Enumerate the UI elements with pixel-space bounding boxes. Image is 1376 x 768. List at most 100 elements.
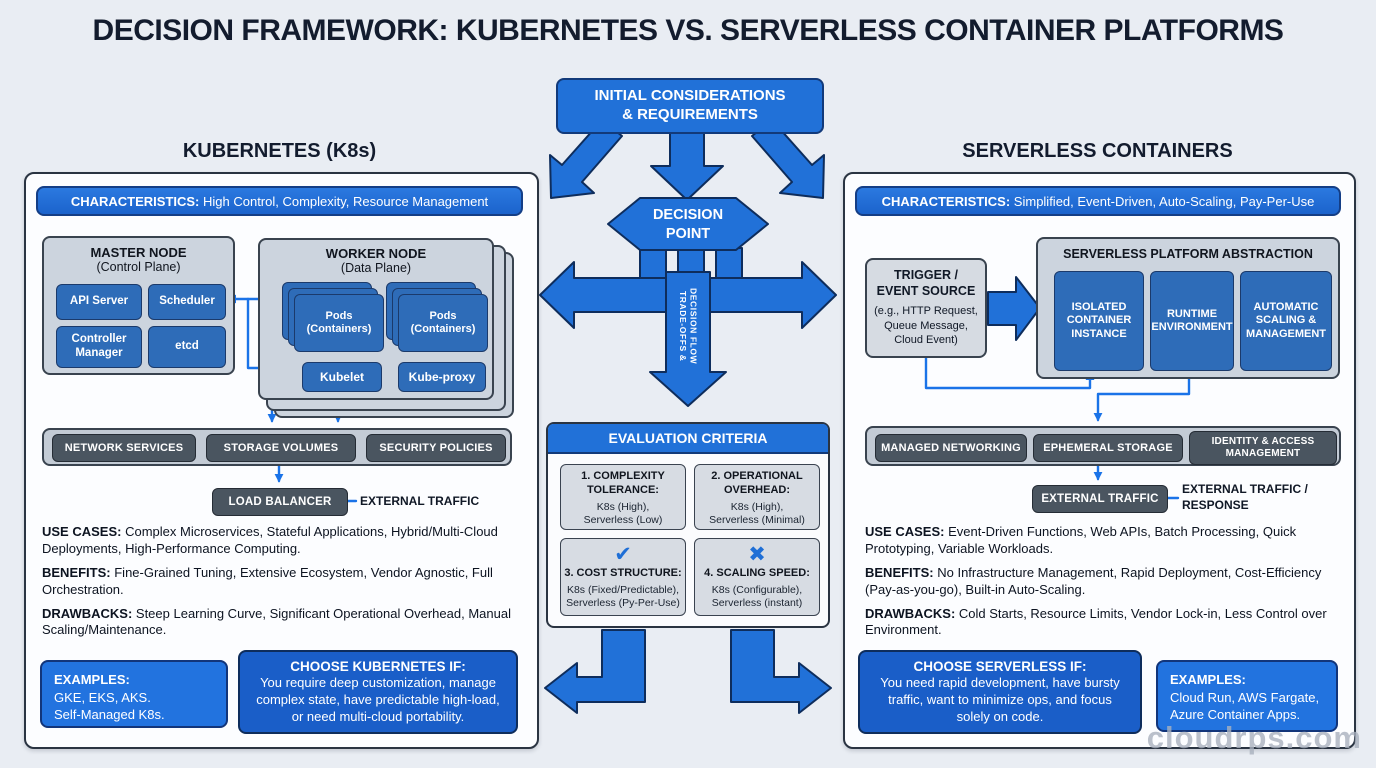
automatic-scaling-management-box: AUTOMATIC SCALING & MANAGEMENT bbox=[1240, 271, 1332, 371]
choose-serverless-box: CHOOSE SERVERLESS IF: You need rapid dev… bbox=[858, 650, 1142, 734]
serverless-characteristics-text: Simplified, Event-Driven, Auto-Scaling, … bbox=[1010, 193, 1315, 209]
kubernetes-drawbacks: DRAWBACKS: Steep Learning Curve, Signifi… bbox=[42, 606, 522, 640]
decision-point-line2: POINT bbox=[665, 225, 711, 242]
criterion-4-detail: K8s (Configurable), Serverless (instant) bbox=[711, 583, 803, 610]
kubernetes-use-cases-label: USE CASES: bbox=[42, 524, 122, 539]
isolated-container-instance-box: ISOLATED CONTAINER INSTANCE bbox=[1054, 271, 1144, 371]
serverless-benefits-label: BENEFITS: bbox=[865, 564, 934, 580]
flow-label-line2: DECISION FLOW bbox=[688, 287, 699, 365]
network-services-box: NETWORK SERVICES bbox=[52, 434, 196, 462]
api-server-box: API Server bbox=[56, 284, 142, 320]
storage-volumes-box: STORAGE VOLUMES bbox=[206, 434, 356, 462]
serverless-characteristics-bar: CHARACTERISTICS: Simplified, Event-Drive… bbox=[855, 186, 1341, 216]
kubernetes-external-traffic-label: EXTERNAL TRAFFIC bbox=[360, 494, 480, 508]
serverless-description: USE CASES: Event-Driven Functions, Web A… bbox=[865, 524, 1345, 646]
kubernetes-description: USE CASES: Complex Microservices, Statef… bbox=[42, 524, 522, 646]
decision-point-line1: DECISION bbox=[652, 206, 724, 223]
serverless-use-cases-text: Event-Driven Functions, Web APIs, Batch … bbox=[865, 524, 1297, 556]
load-balancer-box: LOAD BALANCER bbox=[212, 488, 348, 516]
serverless-drawbacks: DRAWBACKS: Cold Starts, Resource Limits,… bbox=[865, 606, 1345, 640]
pods-stack-2: Pods (Containers) bbox=[386, 282, 488, 352]
trigger-detail: (e.g., HTTP Request, Queue Message, Clou… bbox=[874, 305, 978, 346]
kubernetes-services-row: NETWORK SERVICES STORAGE VOLUMES SECURIT… bbox=[42, 428, 512, 466]
initial-considerations-line1: INITIAL CONSIDERATIONS bbox=[594, 87, 786, 105]
watermark: cloudrps.com bbox=[1146, 720, 1362, 755]
serverless-examples-lines: Cloud Run, AWS Fargate, Azure Container … bbox=[1170, 689, 1320, 723]
decision-connector-bar-1 bbox=[639, 247, 667, 281]
page-title: DECISION FRAMEWORK: KUBERNETES VS. SERVE… bbox=[92, 14, 1284, 47]
kubernetes-use-cases: USE CASES: Complex Microservices, Statef… bbox=[42, 524, 522, 558]
criterion-3-detail: K8s (Fixed/Predictable), Serverless (Py-… bbox=[566, 583, 680, 610]
arrow-evaluation-to-kubernetes bbox=[544, 629, 646, 714]
kubernetes-examples-label: EXAMPLES: bbox=[54, 672, 130, 687]
serverless-benefits-text: No Infrastructure Management, Rapid Depl… bbox=[865, 564, 1322, 597]
decision-connector-bar-3 bbox=[715, 247, 743, 281]
kubelet-box: Kubelet bbox=[302, 362, 382, 392]
runtime-environment-box: RUNTIME ENVIRONMENT bbox=[1150, 271, 1234, 371]
kubernetes-characteristics-text: High Control, Complexity, Resource Manag… bbox=[199, 193, 489, 209]
criterion-cost-structure: ✔ 3. COST STRUCTURE: K8s (Fixed/Predicta… bbox=[560, 538, 686, 616]
serverless-use-cases-label: USE CASES: bbox=[865, 524, 945, 539]
controller-manager-box: Controller Manager bbox=[56, 326, 142, 368]
serverless-benefits: BENEFITS: No Infrastructure Management, … bbox=[865, 565, 1345, 599]
serverless-platform-abstraction-box: SERVERLESS PLATFORM ABSTRACTION ISOLATED… bbox=[1036, 237, 1340, 379]
serverless-characteristics-label: CHARACTERISTICS: bbox=[881, 193, 1011, 209]
worker-node-subtitle: (Data Plane) bbox=[340, 261, 412, 275]
arrow-evaluation-to-serverless bbox=[730, 629, 832, 714]
choose-kubernetes-box: CHOOSE KUBERNETES IF: You require deep c… bbox=[238, 650, 518, 734]
serverless-services-row: MANAGED NETWORKING EPHEMERAL STORAGE IDE… bbox=[865, 426, 1341, 466]
serverless-drawbacks-label: DRAWBACKS: bbox=[865, 605, 956, 621]
criterion-4-title: 4. SCALING SPEED: bbox=[704, 567, 810, 579]
managed-networking-box: MANAGED NETWORKING bbox=[875, 434, 1027, 462]
kubernetes-characteristics-bar: CHARACTERISTICS: High Control, Complexit… bbox=[36, 186, 523, 216]
evaluation-criteria-panel: EVALUATION CRITERIA 1. COMPLEXITY TOLERA… bbox=[546, 422, 830, 628]
serverless-use-cases: USE CASES: Event-Driven Functions, Web A… bbox=[865, 524, 1345, 558]
tradeoffs-flow-label: TRADE-OFFS & DECISION FLOW bbox=[667, 282, 709, 370]
etcd-box: etcd bbox=[148, 326, 226, 368]
kubernetes-benefits-text: Fine-Grained Tuning, Extensive Ecosystem… bbox=[42, 564, 493, 597]
criterion-1-detail: K8s (High), Serverless (Low) bbox=[583, 500, 663, 527]
arrow-initial-to-decision bbox=[650, 125, 724, 201]
kubernetes-drawbacks-label: DRAWBACKS: bbox=[42, 605, 133, 621]
criterion-3-title: 3. COST STRUCTURE: bbox=[564, 567, 682, 579]
serverless-examples-label: EXAMPLES: bbox=[1170, 672, 1246, 687]
kube-proxy-box: Kube-proxy bbox=[398, 362, 486, 392]
kubernetes-benefits-label: BENEFITS: bbox=[42, 564, 111, 580]
pods-2-box: Pods (Containers) bbox=[398, 294, 488, 352]
scheduler-box: Scheduler bbox=[148, 284, 226, 320]
platform-abstraction-title: SERVERLESS PLATFORM ABSTRACTION bbox=[1063, 247, 1313, 261]
decision-connector-bar-2 bbox=[677, 247, 705, 281]
ephemeral-storage-box: EPHEMERAL STORAGE bbox=[1033, 434, 1183, 462]
evaluation-criteria-header: EVALUATION CRITERIA bbox=[548, 424, 828, 454]
master-node-title: MASTER NODE bbox=[90, 245, 187, 260]
master-node-box: MASTER NODE (Control Plane) API Server S… bbox=[42, 236, 235, 375]
kubernetes-examples-lines: GKE, EKS, AKS. Self-Managed K8s. bbox=[54, 689, 165, 723]
worker-node-stack: WORKER NODE (Data Plane) Pods (Container… bbox=[258, 238, 514, 418]
kubernetes-examples-box: EXAMPLES: GKE, EKS, AKS. Self-Managed K8… bbox=[40, 660, 228, 728]
flow-label-line1: TRADE-OFFS & bbox=[678, 290, 688, 362]
x-mark-icon: ✖ bbox=[748, 543, 766, 566]
kubernetes-use-cases-text: Complex Microservices, Stateful Applicat… bbox=[42, 524, 498, 556]
initial-considerations-line2: & REQUIREMENTS bbox=[622, 106, 758, 123]
pods-1-box: Pods (Containers) bbox=[294, 294, 384, 352]
criterion-2-title: 2. OPERATIONAL OVERHEAD: bbox=[711, 470, 803, 496]
security-policies-box: SECURITY POLICIES bbox=[366, 434, 506, 462]
kubernetes-characteristics-label: CHARACTERISTICS: bbox=[70, 193, 200, 209]
choose-serverless-text: You need rapid development, have bursty … bbox=[880, 675, 1120, 725]
kubernetes-benefits: BENEFITS: Fine-Grained Tuning, Extensive… bbox=[42, 565, 522, 599]
criterion-operational-overhead: 2. OPERATIONAL OVERHEAD: K8s (High), Ser… bbox=[694, 464, 820, 530]
serverless-external-traffic-box: EXTERNAL TRAFFIC bbox=[1032, 485, 1168, 513]
choose-kubernetes-title: CHOOSE KUBERNETES IF: bbox=[290, 658, 466, 674]
kubernetes-drawbacks-text: Steep Learning Curve, Significant Operat… bbox=[42, 605, 511, 638]
evaluation-criteria-title: EVALUATION CRITERIA bbox=[608, 430, 768, 446]
initial-considerations-box: INITIAL CONSIDERATIONS & REQUIREMENTS bbox=[556, 78, 824, 134]
trigger-title: TRIGGER / EVENT SOURCE bbox=[876, 268, 976, 298]
criterion-scaling-speed: ✖ 4. SCALING SPEED: K8s (Configurable), … bbox=[694, 538, 820, 616]
serverless-drawbacks-text: Cold Starts, Resource Limits, Vendor Loc… bbox=[865, 605, 1327, 638]
serverless-external-traffic-label: EXTERNAL TRAFFIC / RESPONSE bbox=[1182, 482, 1308, 512]
serverless-section-title: SERVERLESS CONTAINERS bbox=[962, 140, 1233, 162]
criterion-1-title: 1. COMPLEXITY TOLERANCE: bbox=[581, 470, 665, 496]
choose-kubernetes-text: You require deep customization, manage c… bbox=[256, 675, 500, 725]
check-icon: ✔ bbox=[614, 543, 632, 566]
worker-node-title: WORKER NODE bbox=[325, 246, 427, 261]
